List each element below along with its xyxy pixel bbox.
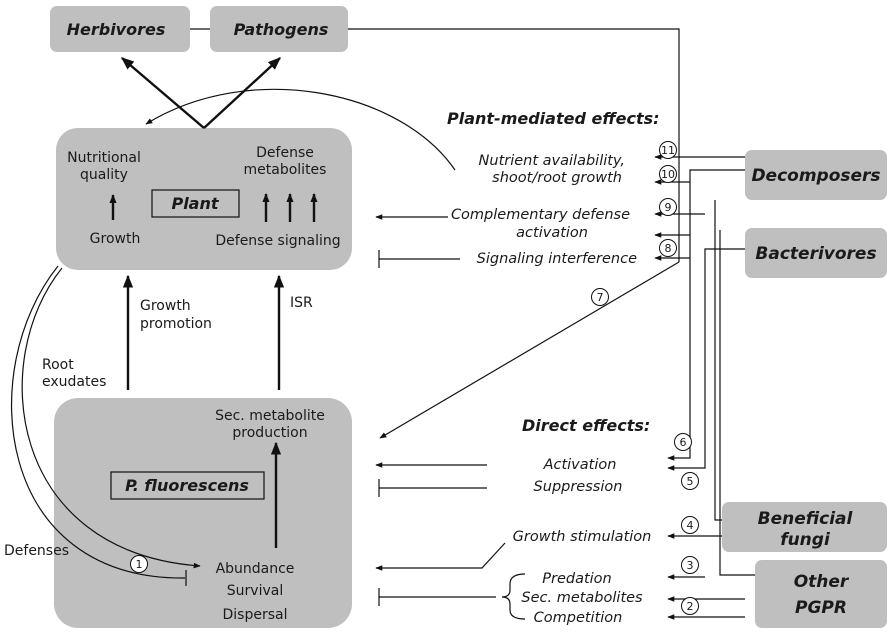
- defenses-label: Defenses: [4, 543, 69, 559]
- defenses-curve: [11, 265, 186, 579]
- growth-stimulation-label: Growth stimulation: [513, 529, 652, 545]
- nutritional-quality-label-1: Nutritional: [67, 150, 141, 166]
- growth-label: Growth: [90, 231, 141, 247]
- pathogens-label: Pathogens: [234, 20, 329, 39]
- marker-5-circle: [681, 472, 699, 490]
- pfluorescens-box: [54, 398, 352, 628]
- predation-label: Predation: [542, 571, 612, 587]
- decomposers-box: [745, 150, 887, 200]
- defense-signaling-label: Defense signaling: [215, 233, 340, 249]
- pathogens-box: [210, 6, 348, 52]
- herbivores-label: Herbivores: [67, 20, 166, 39]
- other-pgpr-box: [755, 560, 887, 628]
- beneficial-fungi-box: [722, 502, 887, 552]
- marker-11-circle: [659, 141, 677, 159]
- marker-3-label: 3: [687, 559, 694, 572]
- marker-3-circle: [681, 556, 699, 574]
- sec-metabolite-label-2: production: [232, 425, 307, 441]
- marker-1-label: 1: [136, 558, 143, 571]
- complementary-defense-label-2: activation: [516, 225, 588, 241]
- herbivores-box: [50, 6, 190, 52]
- marker-1-circle: [130, 555, 148, 573]
- root-exudates-curve: [21, 267, 201, 569]
- marker-4-label: 4: [687, 519, 694, 532]
- direct-effects-heading: Direct effects:: [522, 416, 650, 435]
- competition-label: Competition: [534, 610, 623, 626]
- root-exudates-label-1: Root: [42, 357, 74, 373]
- plant-name-box: [151, 189, 240, 218]
- root-exudates-label-2: exudates: [42, 374, 106, 390]
- marker-7-label: 7: [597, 291, 604, 304]
- plant-label: Plant: [171, 194, 219, 213]
- negative-effects-brace: [501, 573, 526, 620]
- sec-metabolites-label: Sec. metabolites: [521, 590, 643, 606]
- beneficial-fungi-label-1: Beneficial: [758, 509, 854, 529]
- growth-promotion-label-1: Growth: [140, 298, 191, 314]
- marker-10-circle: [659, 165, 677, 183]
- dispersal-label: Dispersal: [223, 607, 288, 623]
- marker-7-arrow: [379, 261, 680, 439]
- plant-to-herbivores-arrow: [121, 57, 205, 129]
- marker-8-circle: [659, 239, 677, 257]
- bacterivores-label: Bacterivores: [755, 244, 876, 264]
- plant-to-pathogens-arrow: [203, 57, 281, 129]
- bacterivores-to-suppression-line: [667, 248, 745, 471]
- marker-9-circle: [659, 198, 677, 216]
- abundance-label: Abundance: [216, 561, 295, 577]
- marker-7-circle: [591, 288, 609, 306]
- marker-5-label: 5: [687, 475, 694, 488]
- signaling-interference-label: Signaling interference: [477, 251, 637, 267]
- bacterivores-box: [745, 228, 887, 278]
- marker-4-circle: [681, 516, 699, 534]
- marker-9-label: 9: [665, 201, 672, 214]
- sec-metabolite-label-1: Sec. metabolite: [215, 408, 325, 424]
- activation-label: Activation: [543, 457, 617, 473]
- defense-metabolites-label-1: Defense: [256, 145, 314, 161]
- marker-11-label: 11: [661, 144, 675, 157]
- pathogens-feedback-line: [348, 28, 680, 168]
- nutritional-quality-label-2: quality: [80, 167, 128, 183]
- marker-10-label: 10: [661, 168, 675, 181]
- pfluorescens-label: P. fluorescens: [125, 476, 249, 495]
- suppression-label: Suppression: [534, 479, 623, 495]
- decomposers-label: Decomposers: [751, 166, 880, 186]
- marker-2-label: 2: [687, 600, 694, 613]
- marker-6-label: 6: [680, 436, 687, 449]
- growth-promotion-label-2: promotion: [140, 316, 212, 332]
- isr-label: ISR: [290, 295, 313, 311]
- other-pgpr-label-1: Other: [794, 572, 850, 592]
- defense-metabolites-label-2: metabolites: [244, 162, 327, 178]
- decomposers-to-activation-line: [667, 169, 745, 461]
- pfluorescens-name-box: [110, 471, 265, 500]
- marker-2-circle: [681, 597, 699, 615]
- marker-6-circle: [674, 433, 692, 451]
- beneficial-fungi-label-2: fungi: [780, 530, 831, 550]
- pgpr-trunk-line: [719, 230, 755, 576]
- other-pgpr-label-2: PGPR: [795, 598, 847, 618]
- growth-stimulation-arrow: [375, 542, 506, 571]
- plant-mediated-heading: Plant-mediated effects:: [447, 109, 660, 128]
- marker-8-label: 8: [665, 242, 672, 255]
- survival-label: Survival: [227, 583, 283, 599]
- nutrient-availability-label-1: Nutrient availability,: [479, 153, 625, 169]
- nutrient-availability-label-2: shoot/root growth: [492, 170, 622, 186]
- complementary-defense-label-1: Complementary defense: [451, 207, 630, 223]
- fungi-trunk-line: [714, 200, 722, 521]
- plant-box: [56, 128, 352, 270]
- feedback-curve-arrow: [145, 88, 456, 171]
